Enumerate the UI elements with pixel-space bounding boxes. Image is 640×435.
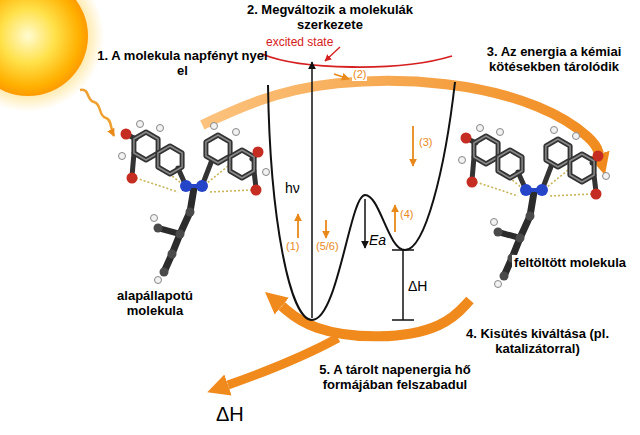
connector-group	[202, 81, 599, 336]
step-arrow	[334, 74, 349, 79]
step-label: 3. Az energia a kémiai kötésekben tároló…	[474, 44, 634, 74]
step-label: 4. Kisütés kiváltása (pl. katalizátorral…	[455, 326, 620, 356]
callout-number: (1)	[286, 240, 299, 253]
step-label: 5. A tárolt napenergia hő formájában fel…	[315, 362, 475, 392]
enthalpy-bracket	[402, 250, 404, 320]
step-arrow	[412, 126, 414, 166]
pointer-arrow	[325, 47, 340, 61]
heat-release-arrow	[228, 338, 338, 385]
callout-number: (3)	[419, 136, 432, 149]
step-arrow	[394, 205, 396, 232]
step-arrow	[297, 214, 299, 238]
molecule-node: feltöltött molekula	[452, 175, 628, 300]
callout-number: (5/6)	[316, 240, 339, 253]
step-label: 1. A molekula napfényt nyel el	[95, 48, 270, 78]
sun	[0, 0, 88, 96]
callout-number: (2)	[352, 68, 367, 81]
state-label: excited state	[266, 35, 333, 49]
molecule-label: alapállapotú molekula	[100, 288, 210, 318]
photon-label: hν	[285, 180, 300, 197]
step-arrow	[325, 220, 327, 238]
molecule-node: alapállapotú molekula	[100, 125, 265, 318]
energy-diagram	[262, 47, 455, 320]
molecule-label: feltöltött molekula	[512, 255, 628, 270]
potential-curve	[268, 82, 455, 320]
activation-arrow	[364, 199, 366, 248]
ground-state-molecule	[119, 121, 270, 284]
excited-state-curve	[262, 54, 452, 67]
enthalpy-label: ΔH	[408, 278, 427, 295]
process-arrow	[202, 81, 599, 154]
callout-number: (4)	[400, 208, 413, 221]
process-arrow	[282, 300, 470, 336]
step-label: 2. Megváltozik a molekulák szerkezete	[225, 2, 435, 32]
photon-arrow	[311, 62, 313, 318]
enthalpy-label: ΔH	[216, 402, 244, 426]
light-wave-arrow	[80, 90, 114, 136]
activation-label: Ea	[369, 232, 386, 249]
